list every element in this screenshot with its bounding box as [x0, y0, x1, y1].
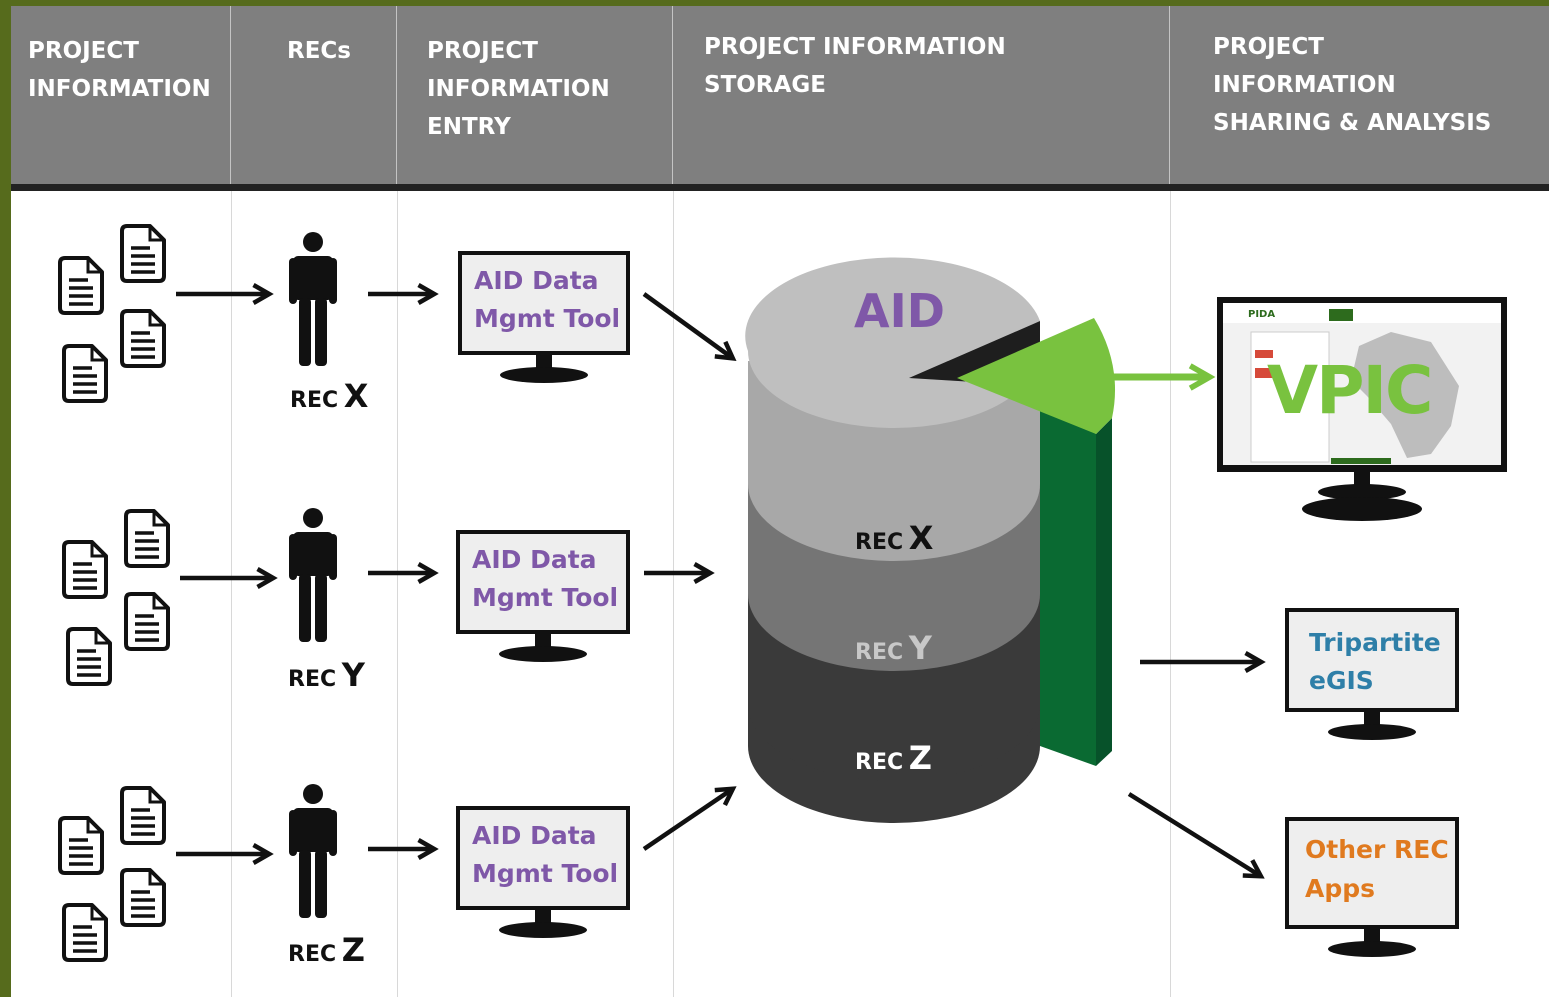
person-icon — [289, 784, 337, 918]
tool-line: Mgmt Tool — [472, 583, 619, 612]
tool-line: AID Data — [474, 266, 599, 295]
rec-letter: X — [343, 377, 369, 415]
arrow-to-storage — [642, 292, 737, 361]
monitor-icon — [458, 251, 630, 383]
arrow-to-storage — [642, 786, 737, 851]
tool-label: AID Data Mgmt Tool — [474, 262, 620, 338]
tool-line: Mgmt Tool — [472, 859, 619, 888]
storage-cylinder — [745, 257, 1116, 823]
header-line: PROJECT — [1213, 34, 1324, 60]
document-icon — [124, 509, 170, 568]
rec-prefix: REC — [290, 388, 339, 413]
column-divider — [397, 191, 398, 997]
documents-group — [58, 786, 166, 962]
documents-group — [62, 509, 170, 686]
pida-logo: PIDA — [1248, 309, 1276, 320]
document-icon — [120, 786, 166, 845]
storage-layer-label: REC Z — [855, 739, 932, 777]
tripartite-line: eGIS — [1309, 666, 1374, 695]
person-icon — [289, 232, 337, 366]
other-apps-line: Apps — [1305, 874, 1376, 903]
tool-line: AID Data — [472, 821, 597, 850]
header-line: PROJECT — [427, 38, 538, 64]
other-apps-monitor — [1285, 817, 1459, 957]
tool-label: AID Data Mgmt Tool — [472, 541, 618, 617]
header-sharing-analysis: PROJECT INFORMATION SHARING & ANALYSIS — [1170, 6, 1549, 184]
tool-label: AID Data Mgmt Tool — [472, 817, 618, 893]
vpic-label: VPIC — [1267, 352, 1433, 429]
header-line: PROJECT — [28, 38, 139, 64]
column-divider — [231, 191, 232, 997]
arrow-to-other-apps — [1127, 792, 1265, 879]
rec-letter: X — [908, 519, 934, 557]
tool-line: AID Data — [472, 545, 597, 574]
tripartite-monitor — [1285, 608, 1459, 740]
tripartite-line: Tripartite — [1309, 628, 1441, 657]
rec-label: REC Z — [288, 931, 365, 969]
header-bar: PROJECT INFORMATION RECs PROJECT INFORMA… — [11, 6, 1549, 191]
document-icon — [58, 816, 104, 875]
document-icon — [62, 344, 108, 403]
tool-line: Mgmt Tool — [474, 304, 621, 333]
header-line: INFORMATION — [1213, 72, 1396, 98]
document-icon — [66, 627, 112, 686]
header-line: STORAGE — [704, 72, 826, 98]
header-information-entry: PROJECT INFORMATION ENTRY — [397, 6, 673, 184]
column-divider — [1170, 191, 1171, 997]
storage-layer-label: REC Y — [855, 629, 932, 667]
header-line: INFORMATION — [427, 76, 610, 102]
diagram-art — [58, 224, 1507, 962]
tripartite-label: Tripartite eGIS — [1309, 624, 1441, 700]
storage-layer-label: REC X — [855, 519, 933, 557]
monitor-icon — [456, 806, 630, 938]
header-line: ENTRY — [427, 114, 511, 140]
diagram-frame: PROJECT INFORMATION RECs PROJECT INFORMA… — [11, 6, 1549, 997]
storage-title: AID — [854, 284, 945, 338]
rec-letter: Y — [341, 656, 365, 694]
person-icon — [289, 508, 337, 642]
header-line: RECs — [287, 38, 351, 64]
header-line: PROJECT INFORMATION — [704, 34, 1006, 60]
header-information-storage: PROJECT INFORMATION STORAGE — [673, 6, 1170, 184]
rec-prefix: REC — [855, 640, 904, 665]
header-recs: RECs — [231, 6, 397, 184]
documents-group — [58, 224, 166, 403]
header-line: SHARING & ANALYSIS — [1213, 110, 1492, 136]
document-icon — [120, 309, 166, 368]
document-icon — [62, 540, 108, 599]
vpic-monitor — [1217, 297, 1507, 521]
rec-prefix: REC — [288, 942, 337, 967]
document-icon — [124, 592, 170, 651]
column-divider — [673, 191, 674, 997]
rec-letter: Z — [908, 739, 932, 777]
header-line: INFORMATION — [28, 76, 211, 102]
header-project-information: PROJECT INFORMATION — [11, 6, 231, 184]
other-apps-label: Other REC Apps — [1305, 830, 1449, 908]
rec-label: REC X — [290, 377, 368, 415]
monitor-icon — [456, 530, 630, 662]
rec-letter: Z — [341, 931, 365, 969]
other-apps-line: Other REC — [1305, 835, 1449, 864]
rec-prefix: REC — [855, 530, 904, 555]
rec-letter: Y — [908, 629, 932, 667]
document-icon — [62, 903, 108, 962]
rec-label: REC Y — [288, 656, 365, 694]
document-icon — [58, 256, 104, 315]
document-icon — [120, 868, 166, 927]
document-icon — [120, 224, 166, 283]
rec-prefix: REC — [855, 750, 904, 775]
rec-prefix: REC — [288, 667, 337, 692]
